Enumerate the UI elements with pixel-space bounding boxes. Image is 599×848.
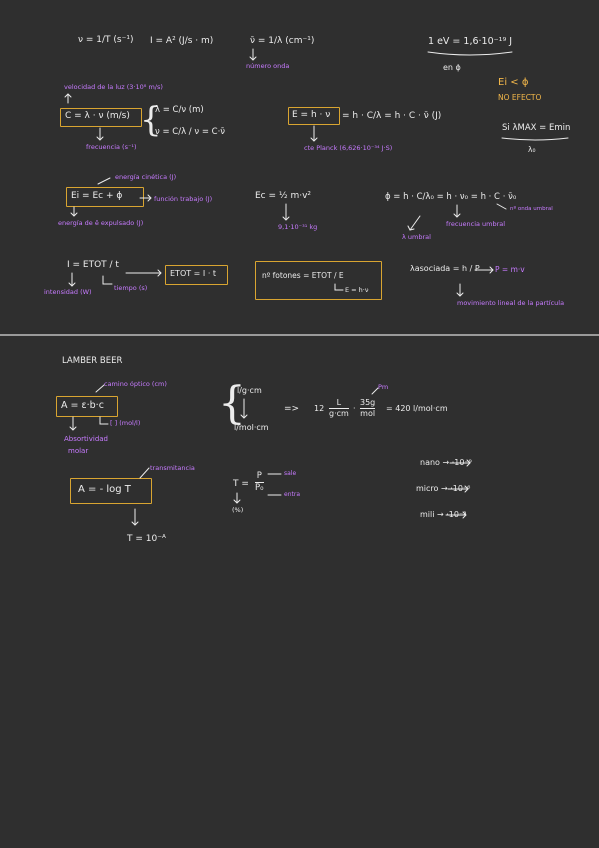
lambda-max: Si λMAX = Emin — [502, 123, 571, 133]
time-note: tiempo (s) — [114, 284, 148, 292]
planck-note: cte Planck (6,626·10⁻³⁴ J·S) — [304, 144, 393, 152]
example-l: L — [336, 398, 342, 407]
lambda-equation: λ = C/ν (m) — [155, 105, 204, 115]
implies-arrow: => — [284, 404, 300, 414]
section-divider — [0, 334, 599, 336]
etot-box — [165, 265, 228, 285]
lambda-associated: λasociada = h / P — [410, 264, 480, 273]
phi-equation: ϕ = h · C/λ₀ = h · ν₀ = h · C · ν̄₀ — [385, 192, 517, 202]
example-mol: mol — [360, 409, 376, 418]
transmittance-result: T = 10⁻ᴬ — [127, 534, 166, 544]
ev-definition: 1 eV = 1,6·10⁻¹⁹ J — [428, 36, 513, 47]
transmittance-note: transmitancia — [150, 464, 195, 472]
no-efecto: NO EFECTO — [498, 93, 542, 102]
etot-equation: ETOT = I · t — [170, 269, 217, 278]
transmittance-fraction: P P₀ — [255, 472, 264, 492]
nu-equation: ν = C/λ / ν = C·ν̄ — [155, 127, 226, 137]
lambda-zero: λ₀ — [528, 145, 536, 154]
ei-expelled-note: energía de ē expulsado (J) — [58, 219, 144, 227]
nu-definition: ν = 1/T (s⁻¹) — [78, 35, 134, 45]
ev-note: en ϕ — [443, 63, 461, 72]
ec-equation: Ec = ½ m·v² — [255, 191, 312, 201]
c-equation: C = λ · ν (m/s) — [65, 111, 130, 121]
frequency-umbral-note: frecuencia umbral — [446, 220, 506, 228]
percent-note: (%) — [232, 506, 244, 514]
brace-left: { — [140, 100, 162, 140]
light-speed-note: velocidad de la luz (3·10⁸ m/s) — [64, 83, 163, 91]
micro-prefix: micro → ·10⁻⁶ — [416, 484, 471, 493]
concentration-note: [ ] (mol/l) — [110, 419, 141, 427]
photons-energy: E = h·ν — [345, 286, 369, 294]
kinetic-energy-note: energía cinética (J) — [115, 173, 177, 181]
beer-law-equation: A = ε·b·c — [61, 400, 104, 411]
ei-less-phi: Ei < ϕ — [498, 77, 529, 88]
beer-law-box — [56, 396, 118, 417]
momentum-equation: P = m·v — [495, 265, 525, 274]
intensity-definition: I = A² (J/s · m) — [150, 36, 214, 46]
t-numerator: P — [256, 471, 262, 481]
intensity-equation: I = ETOT / t — [67, 260, 119, 270]
absorbance-box — [70, 478, 152, 504]
units-l-mol-cm: l/mol·cm — [234, 423, 269, 432]
pm-note: Pm — [378, 383, 389, 391]
absorbance-equation: A = - log T — [78, 484, 131, 495]
energy-equation-rest: = h · C/λ = h · C · ν̄ (J) — [342, 111, 442, 121]
section-title: LAMBER BEER — [62, 356, 123, 366]
energy-equation: E = h · ν — [292, 110, 331, 120]
nano-prefix: nano → ·10⁻⁹ — [420, 458, 472, 467]
wavenumber-umbral-note: nº onda umbral — [510, 206, 553, 212]
example-fraction-2: 35g mol — [360, 398, 376, 418]
wavenumber-note: número onda — [246, 62, 290, 70]
example-start: 12 — [314, 404, 325, 413]
t-denominator: P₀ — [255, 482, 264, 493]
wavenumber-definition: ν̄ = 1/λ (cm⁻¹) — [250, 36, 315, 46]
energy-box — [288, 107, 340, 125]
electron-mass-note: 9,1·10⁻³¹ kg — [278, 223, 318, 231]
optical-path-note: camino óptico (cm) — [104, 380, 167, 388]
sale-note: sale — [284, 470, 297, 477]
lambda-umbral-note: λ umbral — [402, 233, 431, 241]
frequency-note: frecuencia (s⁻¹) — [86, 143, 137, 151]
absorptivity-note: Absortividad — [64, 435, 108, 443]
units-l-g-cm: l/g·cm — [237, 386, 262, 395]
example-35g: 35g — [360, 398, 376, 407]
work-function-note: función trabajo (J) — [154, 195, 213, 203]
example-gcm: g·cm — [329, 409, 349, 418]
mili-prefix: mili → ·10⁻³ — [420, 510, 467, 519]
momentum-note: movimiento lineal de la partícula — [457, 299, 565, 307]
intensity-unit-note: intensidad (W) — [44, 288, 92, 296]
example-result: = 420 l/mol·cm — [386, 404, 448, 413]
photons-box — [255, 261, 382, 300]
entra-note: entra — [284, 491, 300, 498]
ei-equation: Ei = Ec + ϕ — [71, 191, 123, 201]
molar-note: molar — [68, 447, 89, 455]
example-fraction-1: L g·cm — [329, 399, 349, 418]
transmittance-equation: T = — [233, 479, 249, 489]
photons-equation: nº fotones = ETOT / E — [262, 271, 344, 280]
c-equation-box — [60, 108, 142, 127]
